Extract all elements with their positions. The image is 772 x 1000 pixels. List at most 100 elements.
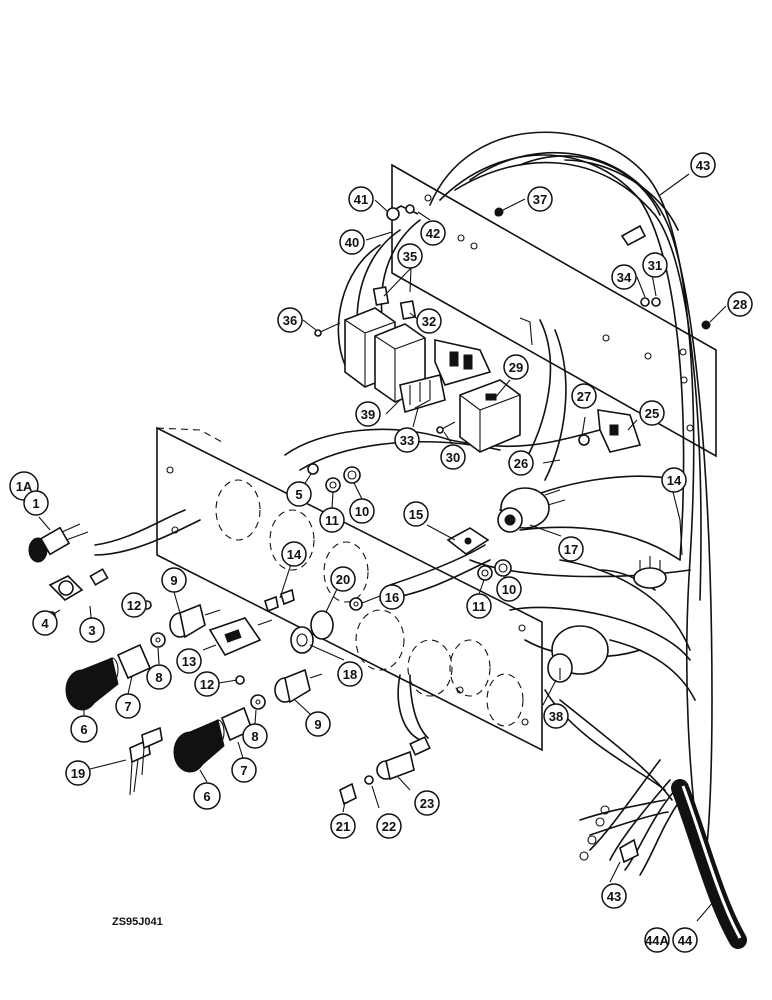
- callout-label: 8: [251, 729, 258, 744]
- fuse-holder: [399, 374, 446, 414]
- circuit-breaker: [633, 556, 667, 589]
- callout-label: 12: [200, 677, 214, 692]
- callout-circle: [558, 536, 584, 562]
- callout-label: 1: [32, 496, 39, 511]
- terminal-block: [459, 379, 521, 453]
- callout-3: 3: [79, 617, 105, 643]
- callout-label: 28: [733, 297, 747, 312]
- callout-label: 21: [336, 819, 350, 834]
- callout-circle: [161, 567, 187, 593]
- callout-label: 36: [283, 313, 297, 328]
- callout-32: 32: [416, 308, 442, 334]
- callout-circle: [571, 383, 597, 409]
- indicator-lamp: [28, 523, 89, 563]
- callout-label: 38: [549, 709, 563, 724]
- front-panel-components: [28, 463, 667, 864]
- callout-14a: 14: [281, 541, 307, 567]
- callout-circle: [176, 648, 202, 674]
- callout-label: 1A: [16, 479, 33, 494]
- callout-circle: [23, 490, 49, 516]
- callout-35: 35: [397, 243, 423, 269]
- callout-label: 11: [325, 513, 339, 528]
- callout-18: 18: [337, 661, 363, 687]
- callout-label: 9: [314, 717, 321, 732]
- callout-label: 10: [502, 582, 516, 597]
- callout-12b: 12: [194, 671, 220, 697]
- callout-15: 15: [403, 501, 429, 527]
- callout-39: 39: [355, 401, 381, 427]
- callout-circle: [466, 593, 492, 619]
- callout-circle: [503, 354, 529, 380]
- callout-circle: [672, 927, 698, 953]
- callout-circle: [376, 813, 402, 839]
- callout-20: 20: [330, 566, 356, 592]
- callout-circle: [611, 264, 637, 290]
- callout-circle: [416, 308, 442, 334]
- callout-17: 17: [558, 536, 584, 562]
- callout-circle: [414, 790, 440, 816]
- callout-label: 7: [240, 763, 247, 778]
- callout-8b: 8: [242, 723, 268, 749]
- callout-circle: [690, 152, 716, 178]
- callout-34: 34: [611, 264, 637, 290]
- callout-label: 3: [88, 623, 95, 638]
- callout-label: 39: [361, 407, 375, 422]
- callout-5: 5: [286, 481, 312, 507]
- callout-circle: [305, 711, 331, 737]
- callout-22: 22: [376, 813, 402, 839]
- callout-circle: [440, 444, 466, 470]
- callout-38: 38: [543, 703, 569, 729]
- callout-31: 31: [642, 252, 668, 278]
- callout-label: 32: [422, 314, 436, 329]
- callout-circle: [661, 467, 687, 493]
- callout-43b: 43: [601, 883, 627, 909]
- callout-circle: [79, 617, 105, 643]
- callout-44A: 44A: [644, 927, 670, 953]
- callout-43a: 43: [690, 152, 716, 178]
- callout-13: 13: [176, 648, 202, 674]
- callout-circle: [420, 220, 446, 246]
- callout-9b: 9: [305, 711, 331, 737]
- rocker-switch: [208, 617, 273, 657]
- callout-label: 30: [446, 450, 460, 465]
- callout-23: 23: [414, 790, 440, 816]
- callout-label: 43: [607, 889, 621, 904]
- fuse-block: [434, 339, 492, 386]
- callout-circle: [642, 252, 668, 278]
- rear-plate-components: [314, 204, 711, 453]
- callout-circle: [121, 592, 147, 618]
- callout-circle: [32, 610, 58, 636]
- callout-circle: [286, 481, 312, 507]
- callout-circle: [355, 401, 381, 427]
- callout-circle: [339, 229, 365, 255]
- callout-circle: [193, 782, 221, 810]
- callout-11b: 11: [466, 593, 492, 619]
- connector-23: [376, 736, 431, 781]
- rotary-switch: [547, 625, 609, 683]
- callout-28: 28: [727, 291, 753, 317]
- callout-label: 11: [472, 599, 486, 614]
- callout-40: 40: [339, 229, 365, 255]
- callout-label: 16: [385, 590, 399, 605]
- callout-circle: [337, 661, 363, 687]
- callout-26: 26: [508, 450, 534, 476]
- callout-circle: [281, 541, 307, 567]
- callout-21: 21: [330, 813, 356, 839]
- rear-mounting-plate: [391, 163, 717, 458]
- callout-circle: [242, 723, 268, 749]
- callout-circle: [639, 400, 665, 426]
- callout-14b: 14: [661, 467, 687, 493]
- push-switch-upper: [169, 603, 221, 639]
- callout-circle: [319, 507, 345, 533]
- callout-label: 27: [577, 389, 591, 404]
- callout-37: 37: [527, 186, 553, 212]
- callout-label: 44A: [645, 933, 669, 948]
- connector-block: [597, 409, 642, 453]
- callout-circle: [194, 671, 220, 697]
- callout-label: 14: [287, 547, 302, 562]
- callout-label: 4: [41, 616, 49, 631]
- knob-lower: [173, 719, 225, 773]
- front-dash-panel: [156, 426, 543, 752]
- callout-label: 12: [127, 598, 141, 613]
